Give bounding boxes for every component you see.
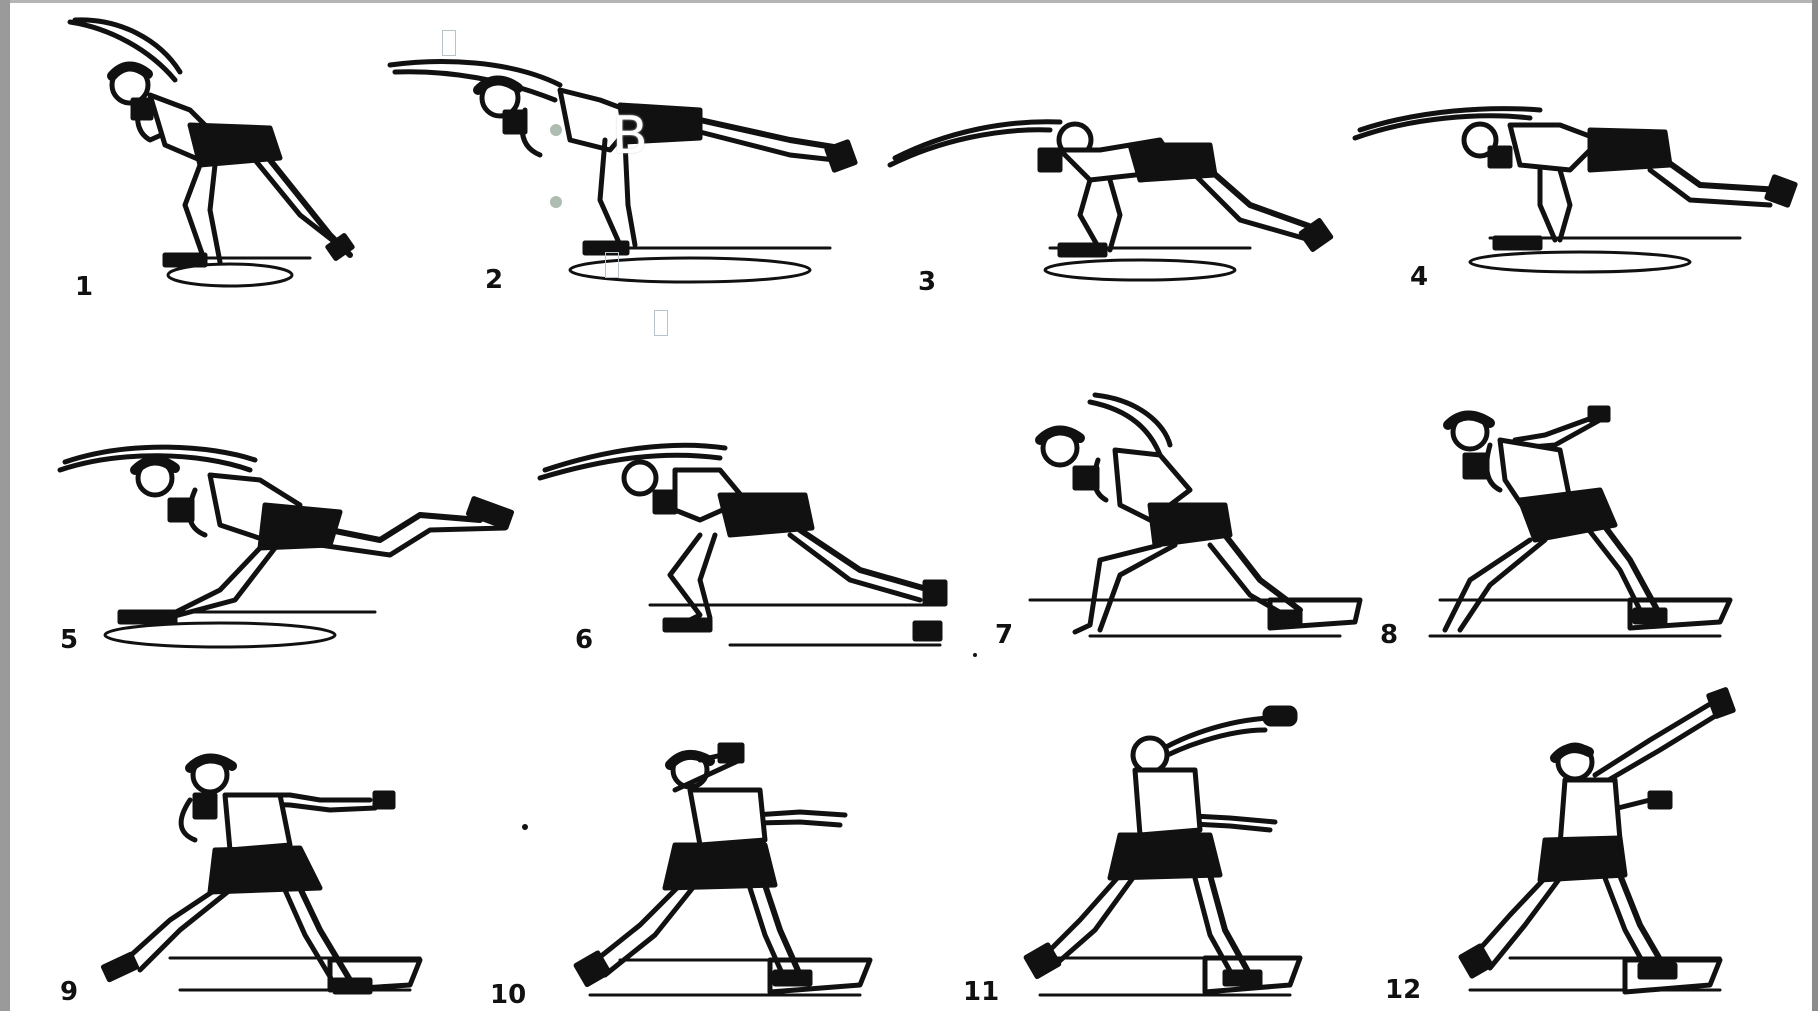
frame-label-11: 11 [963, 977, 999, 1007]
bullet-dot [550, 196, 562, 208]
frame-label-10: 10 [490, 980, 526, 1010]
frame-9-figure [103, 758, 420, 992]
placeholder-glyph-box [442, 30, 456, 56]
frame-label-7: 7 [995, 620, 1013, 650]
placeholder-glyph-box [605, 252, 619, 278]
frame-4-figure [1355, 109, 1795, 272]
frame-7-figure [1030, 395, 1360, 636]
frame-label-6: 6 [575, 625, 593, 655]
stray-dot [522, 824, 528, 830]
placeholder-glyph-box [654, 310, 668, 336]
frame-label-5: 5 [60, 625, 78, 655]
frame-11-figure [1026, 708, 1300, 995]
frame-label-4: 4 [1410, 262, 1428, 292]
frame-8-figure [1430, 408, 1730, 636]
frame-6-figure [540, 445, 945, 645]
frame-label-1: 1 [75, 272, 93, 302]
frame-3-figure [890, 122, 1331, 280]
frame-label-9: 9 [60, 977, 78, 1007]
overlay-text: B [612, 106, 650, 166]
frame-1-figure [70, 20, 352, 286]
frame-label-2: 2 [485, 265, 503, 295]
frame-label-8: 8 [1380, 620, 1398, 650]
frame-10-figure [576, 745, 870, 995]
frame-label-3: 3 [918, 267, 936, 297]
frame-label-12: 12 [1385, 975, 1421, 1005]
bullet-dot [550, 124, 562, 136]
frame-12-figure [1461, 690, 1733, 992]
frame-2-figure [390, 62, 855, 282]
stray-dot [973, 653, 977, 657]
frame-5-figure [60, 447, 512, 647]
